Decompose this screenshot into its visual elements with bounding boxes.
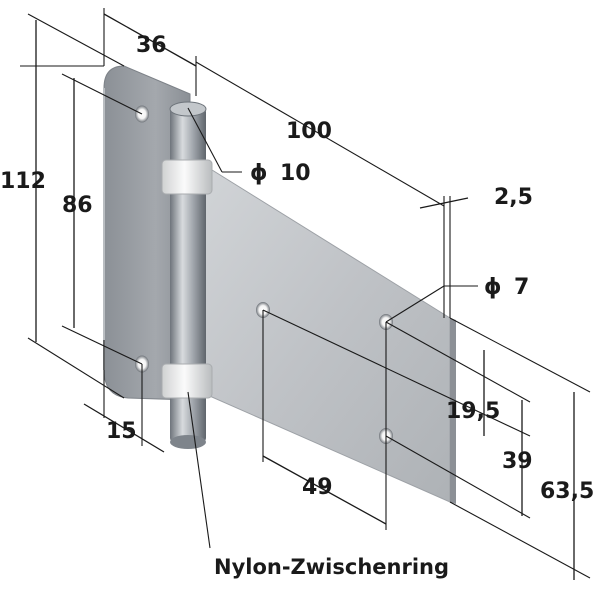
hinge-pin-bottom	[170, 435, 206, 449]
nylon-ring-top	[161, 159, 213, 195]
dim-39-label: 39	[502, 449, 533, 474]
right-leaf-thickness	[450, 318, 456, 504]
dim-49-label: 49	[302, 475, 333, 500]
diameter-symbol-7: ϕ	[484, 275, 502, 300]
extension-lines	[20, 8, 591, 579]
dim-diameter-7-label: 7	[514, 275, 529, 300]
diameter-symbol-10: ϕ	[250, 161, 268, 186]
dim-15-label: 15	[106, 419, 137, 444]
dim-diameter-10-label: 10	[280, 161, 311, 186]
dim-100-label: 100	[286, 119, 332, 144]
dim-36-label: 36	[136, 33, 167, 58]
dim-86-label: 86	[62, 193, 93, 218]
dim-19-5-label: 19,5	[446, 399, 500, 424]
dim-63-5-label: 63,5	[540, 479, 594, 504]
nylon-ring-bottom	[161, 363, 213, 399]
dim-2-5-label: 2,5	[494, 185, 533, 210]
dim-112-label: 112	[0, 169, 46, 194]
nylon-ring-label: Nylon-Zwischenring	[214, 555, 449, 579]
dimension-lines	[35, 13, 575, 580]
